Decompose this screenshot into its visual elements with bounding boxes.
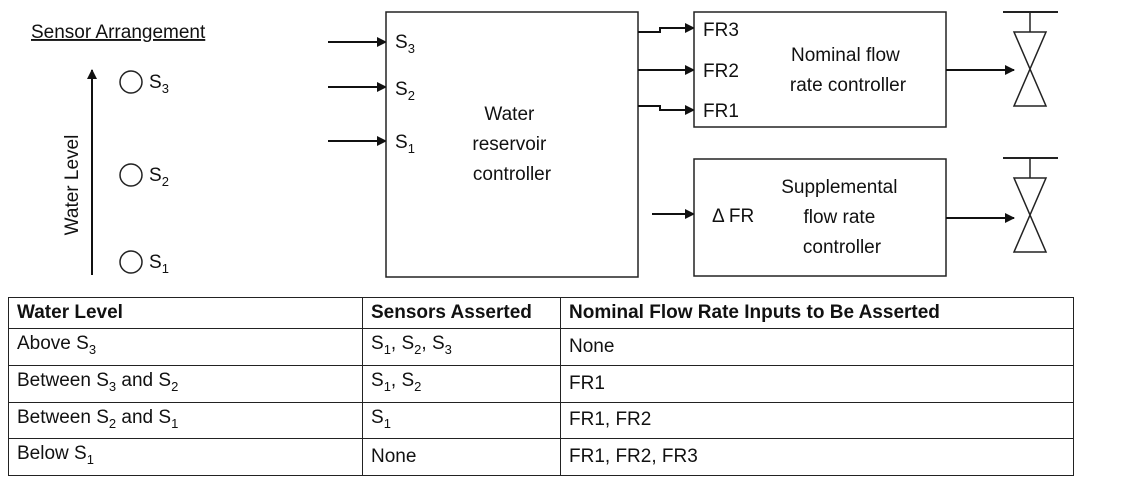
supplemental-input-delta-fr: Δ FR: [712, 206, 754, 227]
table-row: Above S3 S1, S2, S3 None: [8, 328, 1074, 366]
water-level-axis-label: Water Level: [62, 135, 83, 236]
header-sensors-asserted: Sensors Asserted: [362, 297, 561, 329]
valve-icon: [1003, 157, 1058, 253]
header-nominal-inputs: Nominal Flow Rate Inputs to Be Asserted: [560, 297, 1074, 329]
reservoir-controller-box: [385, 11, 639, 278]
cell-sensors-asserted: None: [362, 438, 561, 477]
nominal-input-fr2: FR2: [703, 61, 739, 82]
reservoir-input-s2: S2: [395, 79, 415, 103]
cell-nominal-inputs: None: [560, 328, 1074, 366]
reservoir-input-s3: S3: [395, 32, 415, 56]
nominal-input-fr3: FR3: [703, 20, 739, 41]
table-row: Between S2 and S1 S1 FR1, FR2: [8, 401, 1074, 440]
cell-nominal-inputs: FR1: [560, 364, 1074, 403]
table-row: Between S3 and S2 S1, S2 FR1: [8, 364, 1074, 403]
water-level-table: Water Level Sensors Asserted Nominal Flo…: [8, 297, 1074, 477]
sensor-arrangement-title: Sensor Arrangement: [31, 22, 206, 43]
header-water-level: Water Level: [8, 297, 363, 329]
reservoir-controller-label: Water reservoir controller: [472, 104, 551, 185]
cell-nominal-inputs: FR1, FR2: [560, 401, 1074, 440]
cell-water-level: Between S3 and S2: [8, 364, 363, 403]
cell-sensors-asserted: S1, S2: [362, 364, 561, 403]
connector-fr1: [638, 105, 695, 115]
nominal-controller-box: [693, 11, 947, 128]
sensor-s1-label: S1: [149, 252, 169, 276]
table-row: Below S1 None FR1, FR2, FR3: [8, 438, 1074, 477]
cell-water-level: Between S2 and S1: [8, 401, 363, 440]
reservoir-input-s1: S1: [395, 132, 415, 156]
sensor-s1-circle: [119, 250, 143, 274]
table-header-row: Water Level Sensors Asserted Nominal Flo…: [8, 297, 1074, 329]
cell-water-level: Above S3: [8, 328, 363, 366]
sensor-s2-circle: [119, 163, 143, 187]
supplemental-controller-label: Supplemental flow rate controller: [781, 177, 902, 258]
sensor-s3-circle: [119, 70, 143, 94]
sensor-s3-label: S3: [149, 72, 169, 96]
cell-nominal-inputs: FR1, FR2, FR3: [560, 438, 1074, 477]
valve-icon: [1003, 11, 1058, 107]
sensor-s2-label: S2: [149, 165, 169, 189]
nominal-input-fr1: FR1: [703, 101, 739, 122]
control-diagram: Sensor Arrangement Water Level S3 S2 S1 …: [31, 11, 1058, 278]
cell-sensors-asserted: S1: [362, 401, 561, 440]
connector-fr3: [638, 23, 695, 33]
nominal-controller-label: Nominal flow rate controller: [790, 45, 907, 96]
cell-sensors-asserted: S1, S2, S3: [362, 328, 561, 366]
cell-water-level: Below S1: [8, 438, 363, 477]
supplemental-controller-box: [693, 158, 947, 277]
